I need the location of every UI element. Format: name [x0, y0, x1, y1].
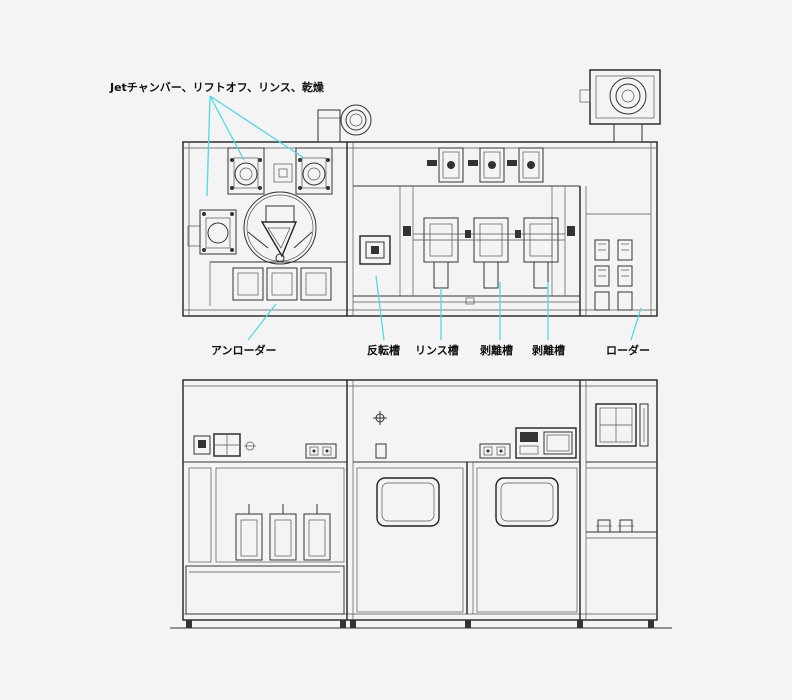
top-exhaust-duct: [317, 104, 372, 143]
jet-chamber-unit-1: [227, 147, 265, 195]
feet: [186, 620, 654, 628]
label-reversal-tank: 反転槽: [367, 343, 400, 357]
middle-top-fixtures: [373, 411, 511, 459]
label-strip-tank-2: 剥離槽: [532, 343, 565, 357]
transfer-robot: [243, 191, 317, 265]
unloader-front: [235, 504, 331, 561]
label-unloader: アンローダー: [211, 343, 277, 357]
label-strip-tank-1: 剥離槽: [480, 343, 513, 357]
jet-chamber-unit-2: [295, 147, 333, 195]
label-rinse-tank: リンス槽: [415, 343, 459, 357]
process-tanks: [403, 217, 575, 305]
loader-front: [596, 519, 634, 533]
label-jet-chamber: Jetチャンバー、リフトオフ、リンス、乾燥: [109, 80, 325, 94]
callout-lines: [206, 95, 642, 341]
upper-motors: [427, 147, 544, 183]
left-control-panel: [193, 433, 337, 459]
jet-chamber-unit-3: [187, 209, 237, 255]
reversal-tank-unit: [359, 235, 391, 265]
front-view: [170, 379, 672, 629]
unloader-cassettes: [232, 267, 332, 301]
label-loader: ローダー: [606, 343, 650, 357]
plan-view: [182, 69, 661, 317]
exhaust-fan-unit: [579, 69, 661, 143]
right-monitor: [595, 403, 649, 447]
loader-cassettes: [594, 239, 633, 311]
operation-panel: [515, 427, 577, 459]
